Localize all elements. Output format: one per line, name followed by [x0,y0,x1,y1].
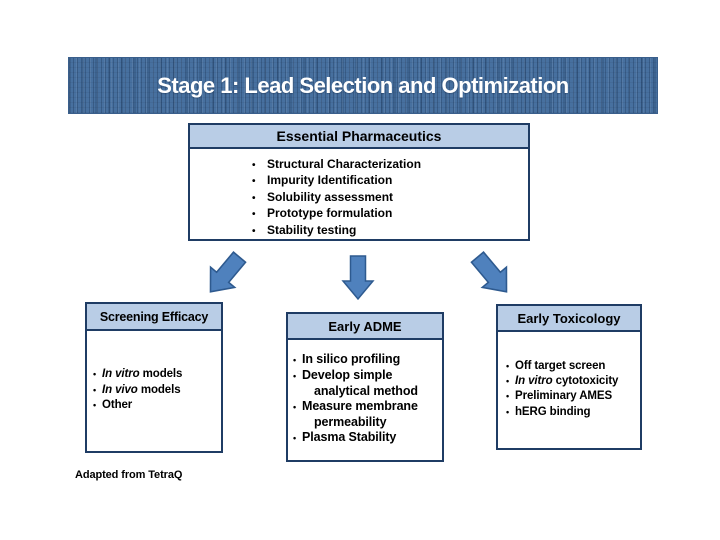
bullet-item: •Off target screen [506,359,638,374]
bullet-item: •In vitro models [93,367,219,383]
bullet-item: •Other [93,398,219,414]
arrow-down-left-icon [197,246,253,304]
early-toxicology-title: Early Toxicology [517,311,621,326]
screening-efficacy-box: Screening Efficacy •In vitro models•In v… [85,302,223,453]
bullet-dot: • [293,355,297,365]
bullet-item: •Preliminary AMES [506,389,638,404]
bullet-item: •Impurity Identification [252,173,528,189]
bullet-item: •In vivo models [93,383,219,399]
bullet-dot: • [506,361,510,371]
early-toxicology-box: Early Toxicology •Off target screen•In v… [496,304,642,450]
bullet-dot: • [506,376,510,387]
bullet-dot: • [506,391,510,402]
credit-note: Adapted from TetraQ [75,469,183,481]
bullet-item: •In vitro cytotoxicity [506,374,638,389]
bullet-item: •Solubility assessment [252,190,528,206]
early-toxicology-header: Early Toxicology [498,306,640,332]
arrow-down-icon [341,255,375,301]
bullet-dot: • [93,400,97,410]
stage-banner: Stage 1: Lead Selection and Optimization [68,57,658,114]
screening-efficacy-header: Screening Efficacy [87,304,221,331]
essential-box-header: Essential Pharmaceutics [190,125,528,149]
bullet-item: •In silico profiling [293,352,401,366]
bullet-item: •Stability testing [252,223,528,239]
early-adme-box: Early ADME •In silico profiling •Develop … [286,312,444,462]
early-adme-header: Early ADME [288,314,442,340]
stage-banner-title: Stage 1: Lead Selection and Optimization [157,73,569,98]
bullet-item: •Structural Characterization [252,157,528,173]
essential-box-body: •Structural Characterization•Impurity Id… [190,149,528,239]
bullet-dot: • [252,209,256,221]
bullet-dot: • [252,160,256,171]
bullet-dot: • [293,371,297,381]
bullet-dot: • [252,176,256,188]
bullet-dot: • [252,225,256,237]
arrow-down-right-icon [464,246,520,304]
bullet-dot: • [93,384,97,395]
bullet-dot: • [506,406,510,417]
early-adme-title: Early ADME [328,319,402,334]
bullet-item: •Plasma Stability [293,430,397,444]
bullet-dot: • [93,369,97,379]
bullet-dot: • [293,433,297,443]
bullet-item: •Prototype formulation [252,206,528,222]
screening-efficacy-title: Screening Efficacy [99,310,209,324]
essential-pharmaceutics-box: Essential Pharmaceutics •Structural Char… [188,123,530,241]
bullet-dot: • [293,402,297,412]
bullet-item: •hERG binding [506,405,638,420]
screening-efficacy-body: •In vitro models•In vivo models•Other [87,331,221,414]
early-toxicology-body: •Off target screen•In vitro cytotoxicity… [498,332,640,420]
essential-box-title: Essential Pharmaceutics [276,128,442,144]
bullet-dot: • [252,192,256,204]
